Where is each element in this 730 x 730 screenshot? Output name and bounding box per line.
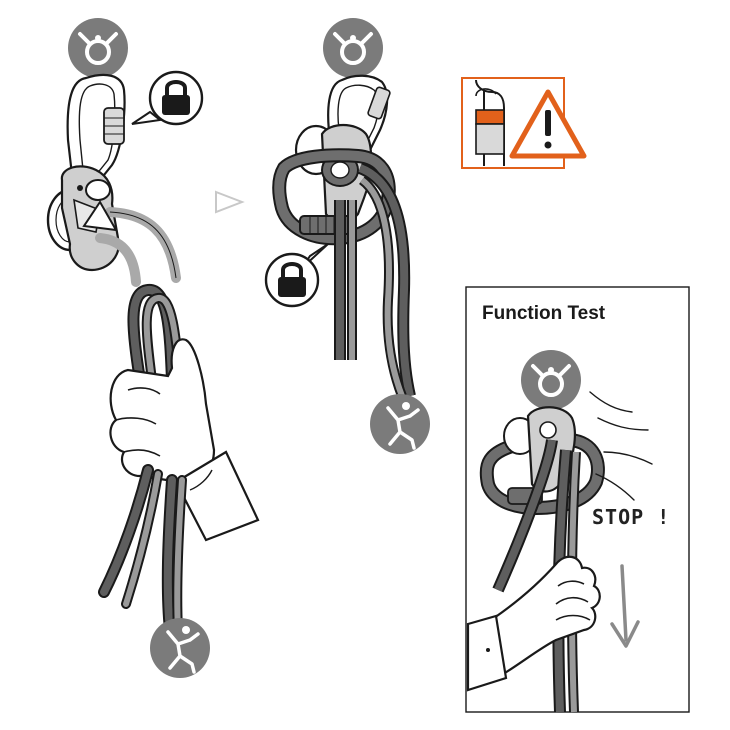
padlock-icon <box>131 70 204 126</box>
step-2-panel <box>264 18 430 454</box>
padlock-icon <box>264 243 329 308</box>
rope-strands <box>98 464 187 636</box>
carabiner-top <box>66 73 126 186</box>
pulling-hand <box>466 555 601 692</box>
warning-triangle-icon <box>509 89 587 159</box>
function-test-panel: Function Test <box>465 286 690 713</box>
climber-icon <box>370 394 430 454</box>
function-test-title: Function Test <box>482 303 606 324</box>
carabiner-gate-detail <box>475 79 505 166</box>
play-arrow-icon <box>215 190 245 214</box>
climber-icon <box>150 618 210 678</box>
warning-inset <box>461 77 587 169</box>
stop-label: STOP ! <box>592 505 670 529</box>
anchor-ring-icon <box>521 350 581 410</box>
step-1-panel <box>46 18 260 678</box>
rope-strands <box>334 162 416 398</box>
anchor-ring-icon <box>68 18 128 78</box>
motion-lines <box>589 391 653 501</box>
left-hand <box>109 338 260 542</box>
down-arrow <box>610 564 640 648</box>
insert-arrow <box>82 200 181 287</box>
anchor-ring-icon <box>323 18 383 78</box>
